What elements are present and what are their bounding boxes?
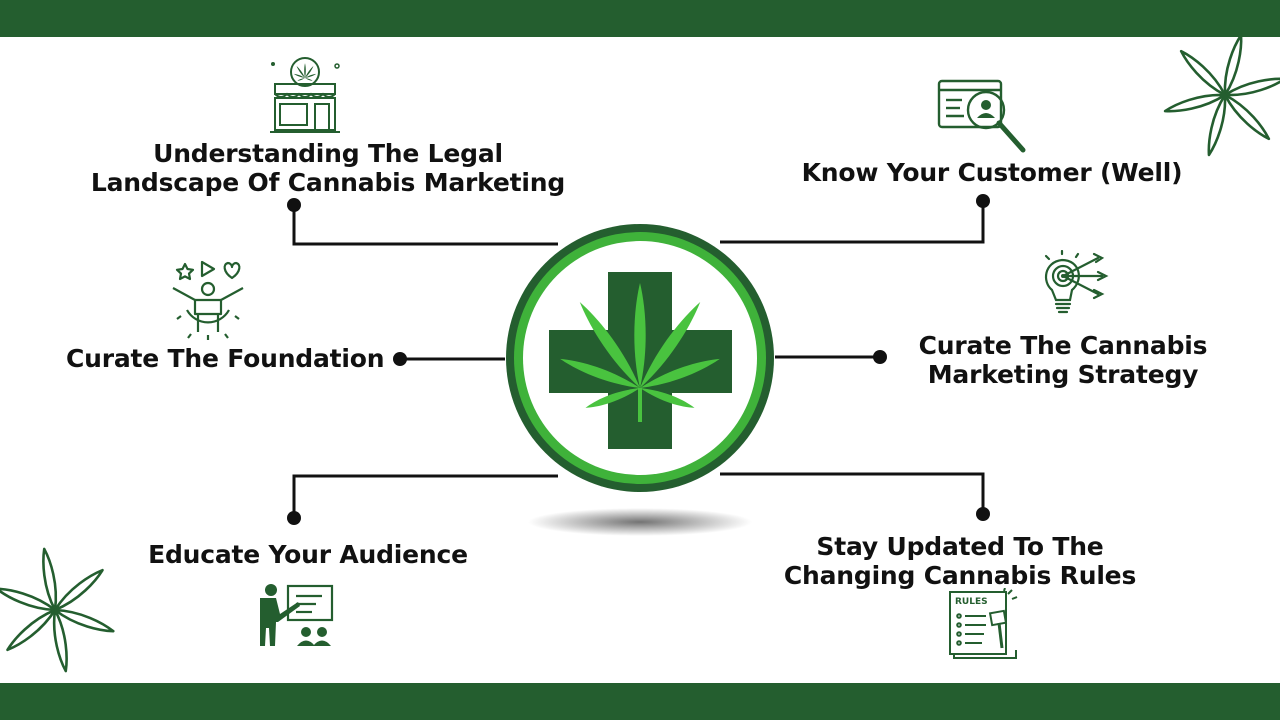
decor-leaf-bottom-left-icon	[0, 537, 123, 683]
top-banner	[0, 0, 1280, 37]
topic-know-customer-label: Know Your Customer (Well)	[780, 158, 1204, 187]
topic-marketing-strategy-line-2: Marketing Strategy	[927, 360, 1199, 389]
topic-marketing-strategy-line-1: Curate The Cannabis	[918, 331, 1208, 360]
customer-search-icon	[937, 79, 1026, 153]
rules-icon-text: RULES	[955, 597, 988, 607]
team-gear-icon	[172, 260, 244, 340]
topic-curate-foundation-label: Curate The Foundation	[66, 344, 396, 373]
cannabis-cross-icon	[506, 224, 774, 492]
topic-changing-rules-line-1: Stay Updated To The	[816, 532, 1104, 561]
presentation-board-icon	[260, 584, 334, 646]
cannabis-shop-icon	[270, 57, 340, 133]
bottom-banner	[0, 683, 1280, 720]
topic-marketing-strategy-label: Curate The Cannabis Marketing Strategy	[905, 331, 1221, 389]
topic-educate-audience-label: Educate Your Audience	[130, 540, 486, 569]
topic-curate-foundation-line-1: Curate The Foundation	[66, 344, 385, 373]
topic-legal-landscape-label: Understanding The Legal Landscape Of Can…	[70, 139, 586, 197]
topic-changing-rules-line-2: Changing Cannabis Rules	[783, 561, 1137, 590]
topic-legal-landscape-line-1: Understanding The Legal	[153, 139, 503, 168]
topic-legal-landscape-line-2: Landscape Of Cannabis Marketing	[90, 168, 566, 197]
connector-lines	[292, 201, 985, 518]
lightbulb-target-icon	[1044, 250, 1109, 314]
topic-educate-audience-line-1: Educate Your Audience	[148, 540, 468, 569]
topic-know-customer-line-1: Know Your Customer (Well)	[801, 158, 1183, 187]
connector-dots	[287, 194, 990, 525]
topic-changing-rules-label: Stay Updated To The Changing Cannabis Ru…	[770, 532, 1150, 590]
decor-leaf-top-right-icon	[1153, 19, 1280, 171]
rules-gavel-icon: RULES	[949, 588, 1018, 659]
emblem-shadow	[528, 508, 752, 536]
